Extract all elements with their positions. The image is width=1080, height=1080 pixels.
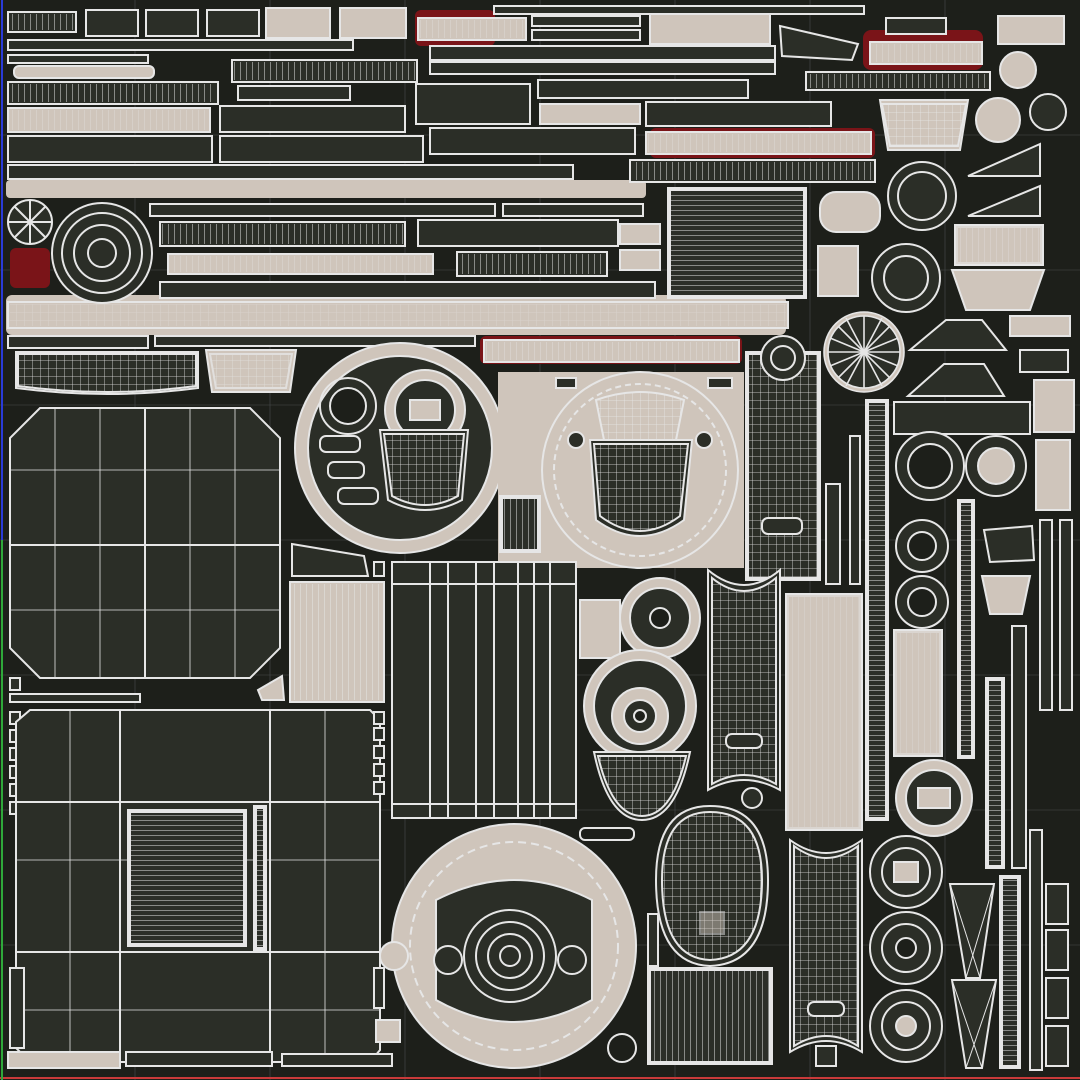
spoke-wheel (823, 311, 905, 393)
top-left-wheel (7, 199, 153, 304)
vent-panel-center-left (289, 542, 385, 795)
gauge-ring-center (498, 371, 744, 569)
panel-lower-left (15, 709, 381, 1063)
right-upper-cluster (893, 319, 1075, 757)
left-scallop-strip (15, 349, 298, 395)
strip-hatching (10, 14, 988, 360)
right-lower-rings (869, 759, 1069, 1069)
mesh-column-1 (745, 335, 821, 581)
panel-upper-left (9, 407, 286, 701)
mesh-column-2 (707, 567, 863, 831)
grid-cage (391, 561, 577, 819)
mesh-column-3 (789, 838, 863, 1067)
gauge-ring-lower (379, 823, 637, 1069)
vent-grille-panel (619, 187, 859, 299)
top-right-cluster (778, 24, 1071, 373)
gauge-ring-left (294, 342, 506, 554)
bottom-tabs (7, 967, 401, 1069)
vertical-rails (825, 399, 1073, 1071)
egg-panel (647, 804, 773, 1065)
cone-assembly (579, 577, 763, 822)
